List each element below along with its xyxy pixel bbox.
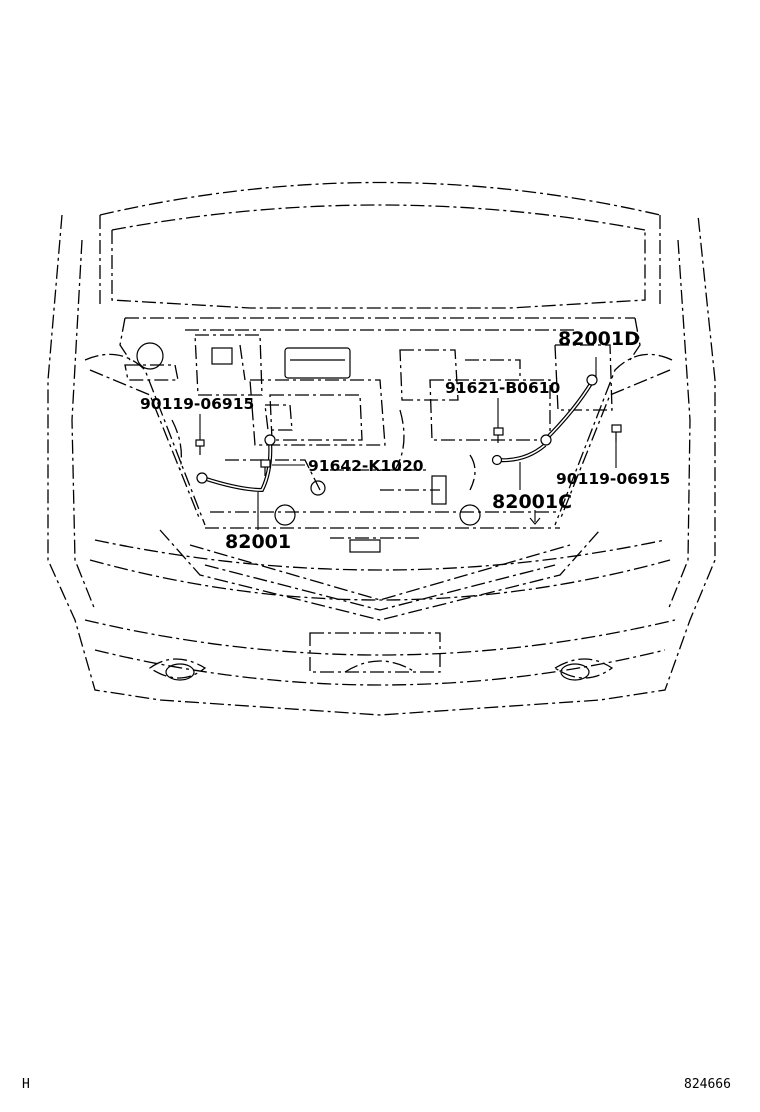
label-82001D: 82001D	[558, 328, 640, 350]
label-82001C: 82001C	[492, 491, 572, 513]
label-90119-06915-right: 90119-06915	[556, 470, 670, 488]
car-body-outline	[47, 181, 716, 716]
label-90119-06915-left: 90119-06915	[140, 395, 254, 413]
label-91642-K1020: 91642-K1020	[308, 457, 424, 475]
bolt-91642	[260, 459, 271, 476]
corner-code-right: 824666	[684, 1077, 731, 1092]
engine-compartment	[124, 334, 613, 553]
label-82001: 82001	[225, 531, 291, 553]
leader-lines	[199, 357, 617, 530]
corner-code-left: H	[22, 1077, 30, 1092]
bolt-91621	[493, 427, 504, 443]
ground-cables	[196, 374, 598, 493]
bolt-90119-right	[611, 424, 622, 442]
label-91621-B0610: 91621-B0610	[445, 379, 561, 397]
bolt-90119-left	[195, 439, 205, 455]
part-labels: 82001D 91621-B0610 90119-06915 91642-K10…	[140, 328, 670, 553]
